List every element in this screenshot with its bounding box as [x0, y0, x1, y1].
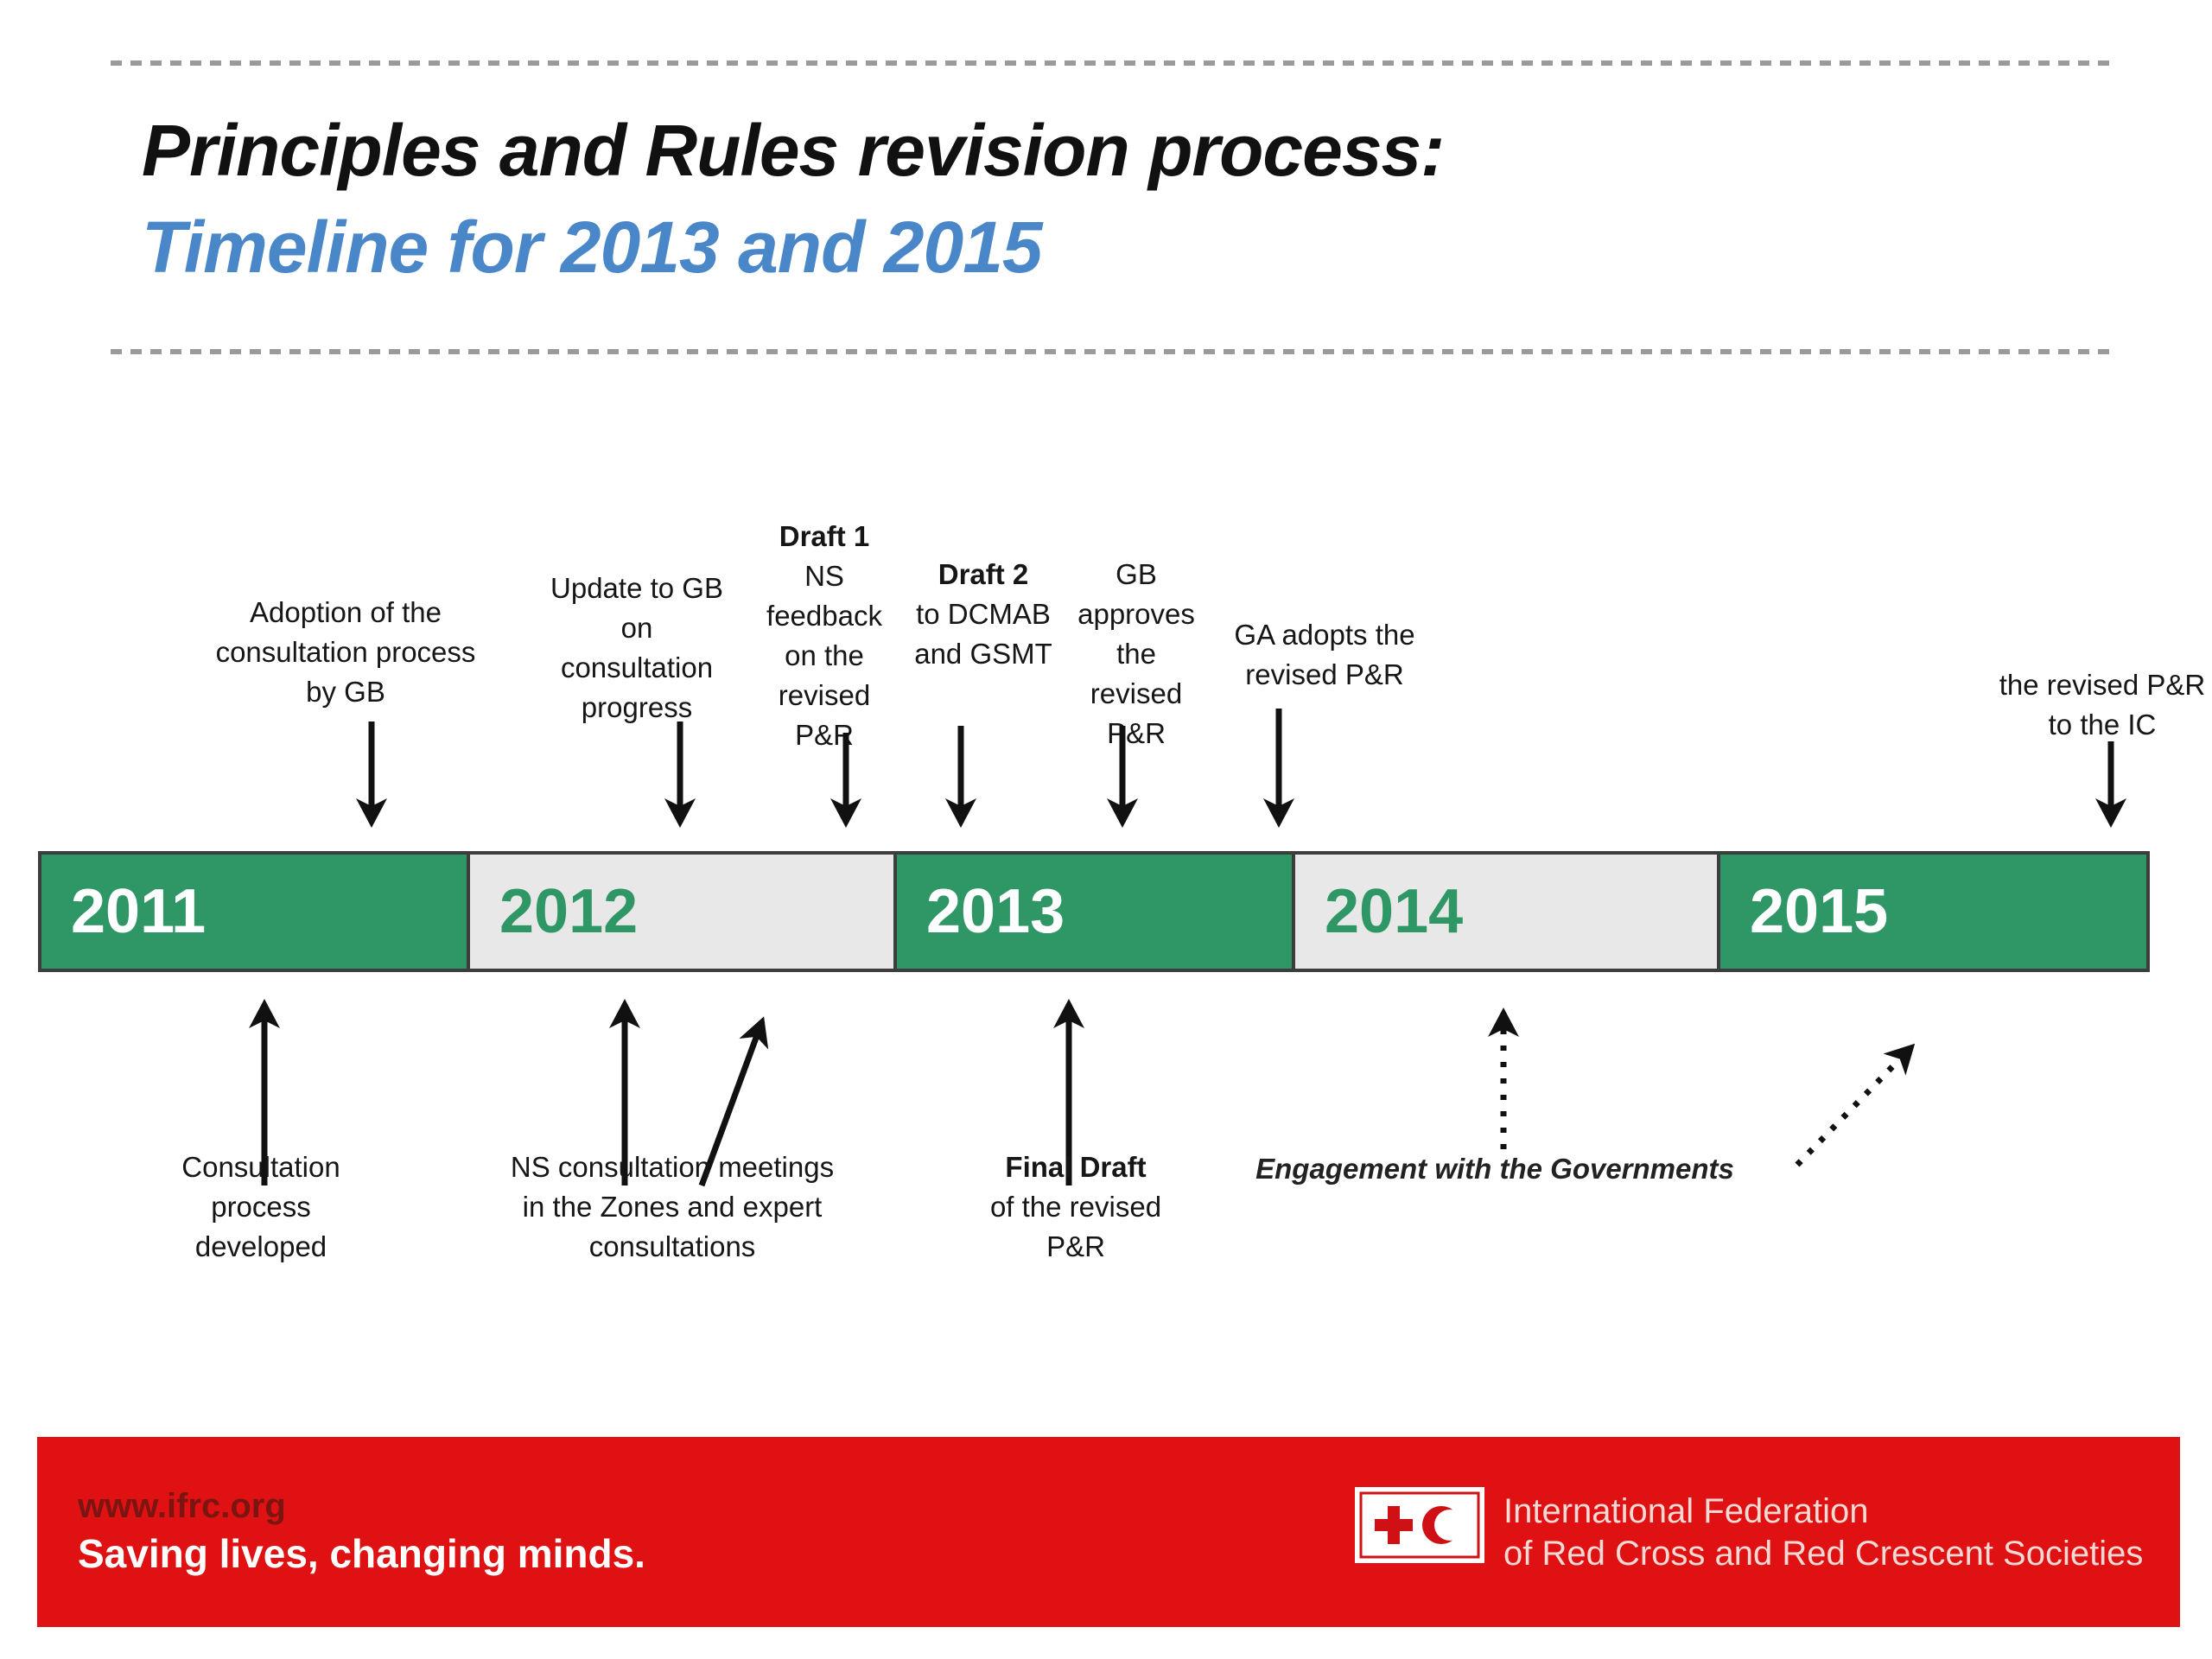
- dashed-divider-top: [111, 60, 2117, 66]
- event-consultation-developed: Consultation process developed: [131, 1108, 391, 1267]
- event-gb-approves: GB approves the revised P&R: [1076, 515, 1197, 753]
- event-final-draft: Final Draft of the revised P&R: [946, 1108, 1205, 1267]
- year-segment-2014: 2014: [1292, 851, 1720, 972]
- year-label: 2014: [1325, 877, 1464, 946]
- event-lead: Draft 1: [779, 520, 870, 552]
- org-name-line2: of Red Cross and Red Crescent Societies: [1503, 1535, 2144, 1573]
- year-segment-2013: 2013: [893, 851, 1295, 972]
- event-text: Adoption of the consultation process by …: [215, 596, 476, 708]
- event-text: the revised P&R to the IC: [1999, 669, 2206, 741]
- event-lead: Final Draft: [1005, 1151, 1147, 1183]
- event-text: Update to GB on consultation progress: [550, 572, 723, 723]
- year-segment-2015: 2015: [1717, 851, 2150, 972]
- event-lead: Draft 2: [938, 558, 1029, 590]
- event-text: of the revised P&R: [989, 1191, 1162, 1262]
- year-segment-2011: 2011: [38, 851, 470, 972]
- red-crescent-icon: [1422, 1506, 1465, 1544]
- dashed-divider-bottom: [111, 349, 2117, 354]
- event-text: NS consultation meetings in the Zones an…: [510, 1151, 835, 1262]
- event-text: Engagement with the Governments: [1255, 1153, 1734, 1185]
- ifrc-logo: [1355, 1487, 1484, 1563]
- red-cross-icon: [1375, 1506, 1413, 1544]
- event-text: NS feedback on the revised P&R: [766, 560, 882, 751]
- event-ga-adopts: GA adopts the revised P&R: [1204, 575, 1446, 695]
- year-label: 2015: [1750, 877, 1889, 946]
- year-segment-2012: 2012: [467, 851, 897, 972]
- event-text: GA adopts the revised P&R: [1234, 619, 1415, 690]
- event-draft1: Draft 1 NS feedback on the revised P&R: [747, 477, 902, 755]
- footer-url: www.ifrc.org: [78, 1487, 286, 1525]
- logo-frame: [1359, 1491, 1480, 1559]
- timeline-bar: 2011 2012 2013 2014 2015: [38, 851, 2150, 972]
- event-text: Consultation process developed: [181, 1151, 340, 1262]
- event-adoption-by-gb: Adoption of the consultation process by …: [181, 553, 510, 712]
- footer-banner: www.ifrc.org Saving lives, changing mind…: [37, 1437, 2180, 1627]
- year-label: 2011: [71, 877, 207, 946]
- dotted-diagonal-arrow-engagement: [1795, 1043, 1916, 1167]
- event-update-to-gb: Update to GB on consultation progress: [524, 529, 749, 728]
- event-draft2: Draft 2 to DCMAB and GSMT: [888, 515, 1078, 674]
- year-label: 2012: [499, 877, 639, 946]
- event-text: to DCMAB and GSMT: [914, 598, 1052, 670]
- org-name: International Federation of Red Cross an…: [1503, 1491, 2143, 1575]
- org-name-line1: International Federation: [1503, 1492, 1869, 1530]
- event-revised-pr-to-ic: the revised P&R to the IC: [1973, 626, 2212, 745]
- page-title: Principles and Rules revision process:: [142, 110, 1445, 191]
- event-text: GB approves the revised P&R: [1077, 558, 1195, 749]
- event-engagement-governments: Engagement with the Governments: [1236, 1109, 1754, 1189]
- event-ns-consultation-meetings: NS consultation meetings in the Zones an…: [499, 1108, 845, 1267]
- year-label: 2013: [926, 877, 1065, 946]
- page-subtitle: Timeline for 2013 and 2015: [142, 207, 1043, 288]
- footer-tagline: Saving lives, changing minds.: [78, 1531, 645, 1576]
